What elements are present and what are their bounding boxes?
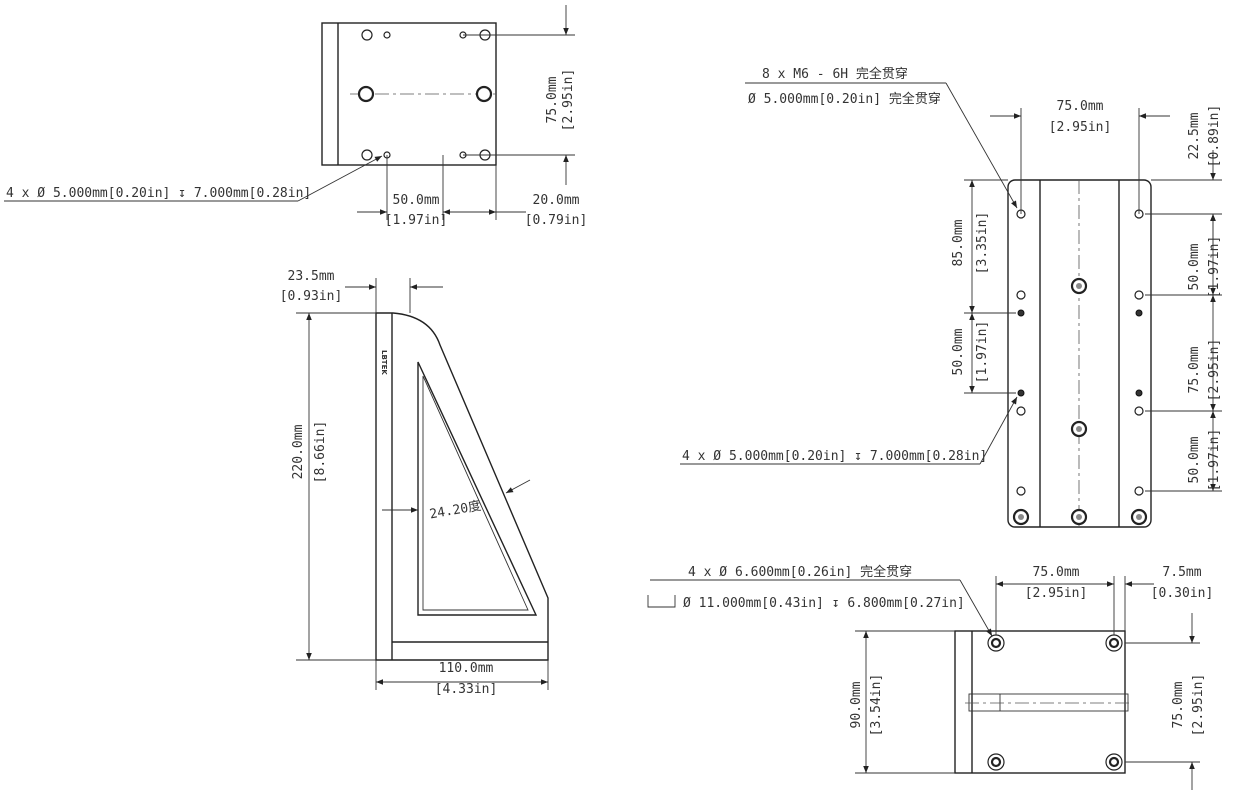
side-height-dim: 220.0mm — [291, 424, 306, 479]
top-height-dim: 75.0mm — [545, 76, 560, 123]
top-counterbore — [475, 85, 493, 103]
side-top-width-dim-in: [0.93in] — [280, 289, 343, 304]
top-hole-callout: 4 x Ø 5.000mm[0.20in] ↧ 7.000mm[0.28in] — [6, 186, 311, 201]
bottom-hole-span-dim: 75.0mm — [1171, 681, 1186, 728]
bottom-edge-dim-in: [0.30in] — [1151, 586, 1214, 601]
front-right-dim-2: 75.0mm — [1187, 346, 1202, 393]
bottom-width-dim: 75.0mm — [1033, 565, 1080, 580]
bottom-thru-callout: 4 x Ø 6.600mm[0.26in] 完全贯穿 — [688, 564, 912, 580]
top-span-dim: 50.0mm — [393, 193, 440, 208]
top-span-dim-in: [1.97in] — [385, 213, 448, 228]
top-view: 75.0mm [2.95in] 50.0mm [1.97in] 20.0mm [… — [4, 5, 587, 228]
top-hole — [383, 31, 391, 39]
side-height-dim-in: [8.66in] — [313, 421, 328, 484]
bottom-rib — [968, 693, 1129, 712]
top-hole — [361, 29, 373, 41]
front-view: 8 x M6 - 6H 完全贯穿 Ø 5.000mm[0.20in] 完全贯穿 … — [680, 66, 1222, 528]
bottom-edge-dim: 7.5mm — [1162, 565, 1201, 580]
side-angle-dim: 24.20度 — [428, 498, 482, 523]
top-height-dim-in: [2.95in] — [561, 69, 576, 132]
top-counterbore — [357, 85, 375, 103]
front-width-dim-in: [2.95in] — [1049, 120, 1112, 135]
front-right-dim-1: 50.0mm — [1187, 243, 1202, 290]
front-tapped-callout: 8 x M6 - 6H 完全贯穿 — [762, 66, 908, 82]
front-thru-callout: Ø 5.000mm[0.20in] 完全贯穿 — [748, 91, 941, 107]
front-width-dim: 75.0mm — [1057, 99, 1104, 114]
front-left-dim-2: 50.0mm — [951, 328, 966, 375]
side-base-dim-in: [4.33in] — [435, 682, 498, 697]
front-plate-outline — [1007, 179, 1152, 528]
bracket-outline — [375, 312, 549, 661]
brand-mark: LBTEK — [380, 350, 388, 375]
front-top-offset-dim: 22.5mm — [1187, 112, 1202, 159]
top-hole — [361, 149, 373, 161]
bottom-width-dim-in: [2.95in] — [1025, 586, 1088, 601]
front-right-dim-3: 50.0mm — [1187, 436, 1202, 483]
bracket-cutout — [417, 361, 538, 616]
front-right-dim-2-in: [2.95in] — [1207, 339, 1222, 402]
bottom-view: 4 x Ø 6.600mm[0.26in] 完全贯穿 Ø 11.000mm[0.… — [647, 564, 1214, 790]
front-right-dim-3-in: [1.97in] — [1207, 429, 1222, 492]
front-hole-callout: 4 x Ø 5.000mm[0.20in] ↧ 7.000mm[0.28in] — [682, 449, 987, 464]
side-view: LBTEK 23.5mm [0.93in] 220.0mm [8.66in] 1… — [280, 269, 549, 697]
front-holes — [1012, 209, 1148, 526]
top-edge-dim-in: [0.79in] — [525, 213, 588, 228]
front-left-dim-1-in: [3.35in] — [975, 212, 990, 275]
bottom-cbore-callout: Ø 11.000mm[0.43in] ↧ 6.800mm[0.27in] — [683, 596, 965, 611]
front-right-dim-1-in: [1.97in] — [1207, 236, 1222, 299]
front-left-dim-1: 85.0mm — [951, 219, 966, 266]
bottom-hole-span-dim-in: [2.95in] — [1191, 674, 1206, 737]
bottom-depth-dim: 90.0mm — [849, 681, 864, 728]
bottom-depth-dim-in: [3.54in] — [869, 674, 884, 737]
side-base-dim: 110.0mm — [439, 661, 494, 676]
side-top-width-dim: 23.5mm — [288, 269, 335, 284]
front-top-offset-dim-in: [0.89in] — [1207, 105, 1222, 168]
top-edge-dim: 20.0mm — [533, 193, 580, 208]
bottom-plate-outline — [954, 630, 1126, 774]
counterbore-symbol — [647, 595, 676, 608]
front-left-dim-2-in: [1.97in] — [975, 321, 990, 384]
